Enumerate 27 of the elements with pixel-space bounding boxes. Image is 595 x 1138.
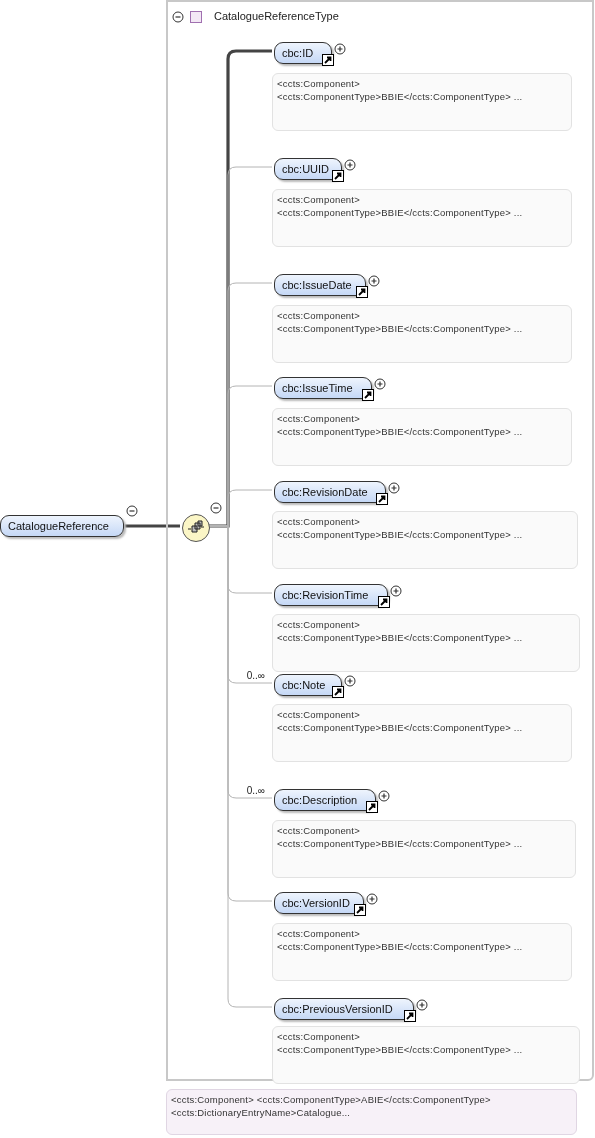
element-box: cbc:RevisionTime	[274, 584, 388, 606]
element-box: cbc:PreviousVersionID	[274, 998, 414, 1020]
annotation-note: <ccts:Component> <ccts:ComponentType>BBIE</ccts:ComponentType> ...	[272, 1026, 580, 1084]
element-box: cbc:IssueTime	[274, 377, 372, 399]
annotation-note: <ccts:Component> <ccts:ComponentType>BBIE</ccts:ComponentType> ...	[272, 614, 580, 672]
element-box: cbc:ID	[274, 42, 332, 64]
element-box: cbc:Description	[274, 789, 376, 811]
element-box: CatalogueReference	[0, 515, 124, 537]
element-box: cbc:RevisionDate	[274, 481, 386, 503]
annotation-note: <ccts:Component> <ccts:ComponentType>BBIE</ccts:ComponentType> ...	[272, 408, 572, 466]
annotation-note: <ccts:Component> <ccts:ComponentType>ABIE</ccts:ComponentType> <ccts:DictionaryEntryName>Catalogue...	[166, 1089, 577, 1135]
element-box: cbc:UUID	[274, 158, 342, 180]
edge-label: 0..∞	[245, 670, 266, 682]
annotation-note: <ccts:Component> <ccts:ComponentType>BBIE</ccts:ComponentType> ...	[272, 820, 576, 878]
edge-label: 0..∞	[245, 785, 266, 797]
annotation-note: <ccts:Component> <ccts:ComponentType>BBIE</ccts:ComponentType> ...	[272, 73, 572, 131]
annotation-note: <ccts:Component> <ccts:ComponentType>BBIE</ccts:ComponentType> ...	[272, 704, 572, 762]
annotation-note: <ccts:Component> <ccts:ComponentType>BBIE</ccts:ComponentType> ...	[272, 305, 572, 363]
connector-line	[124, 524, 180, 528]
element-box: cbc:VersionID	[274, 892, 364, 914]
annotation-note: <ccts:Component> <ccts:ComponentType>BBIE</ccts:ComponentType> ...	[272, 511, 578, 569]
element-box: cbc:IssueDate	[274, 274, 366, 296]
connector-line	[208, 49, 272, 528]
container-title: CatalogueReferenceType	[214, 10, 339, 22]
annotation-note: <ccts:Component> <ccts:ComponentType>BBIE</ccts:ComponentType> ...	[272, 189, 572, 247]
annotation-note: <ccts:Component> <ccts:ComponentType>BBIE</ccts:ComponentType> ...	[272, 923, 572, 981]
element-box: cbc:Note	[274, 674, 342, 696]
